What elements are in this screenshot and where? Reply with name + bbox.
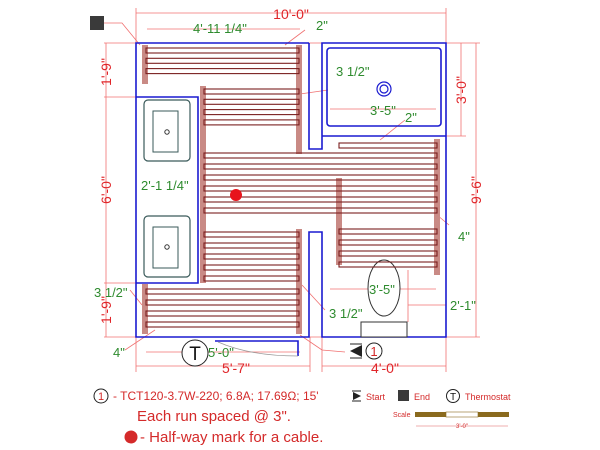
right-edge-label: 4" [458,229,470,244]
cable-run [203,119,300,126]
top-gap-label: 2" [316,18,328,33]
cable-run [145,310,300,317]
cable-turn-strip [434,139,440,275]
cable-run [338,142,438,149]
legend-cable-spec: - TCT120-3.7W-220; 6.8A; 17.69Ω; 15' [113,389,319,403]
vanity-offset-label: 2'-1 1/4" [141,178,189,193]
cable-run [203,185,438,192]
cable-run [338,250,438,257]
shower-base [326,47,442,127]
legend-end-label: End [414,392,430,402]
left-top-label: 1'-9" [98,58,114,86]
shower-gap-label: 2" [405,110,417,125]
cable-run [203,275,300,282]
left-middle-label: 6'-0" [98,176,114,204]
halfway-mark-icon [230,189,242,201]
cable-run [203,174,438,181]
legend-halfway-note: - Half-way mark for a cable. [140,429,323,446]
cable-run [338,239,438,246]
toilet-offset-label: 2'-1" [450,298,476,313]
legend-thermostat-label: Thermostat [465,392,511,402]
cable-run [203,163,438,170]
door-run-label: 5'-0" [208,345,234,360]
door-swing [217,341,299,357]
cable-turn-strip [336,178,342,265]
end-leader [104,22,141,46]
cable-run [145,321,300,328]
shower-width-label: 3'-5" [370,103,396,118]
left-bottom-label: 1'-9" [98,296,114,324]
cable-run [203,207,438,214]
cable-run [145,299,300,306]
cable-run [203,98,300,105]
cable-run [203,264,300,271]
cable-run [203,109,300,116]
toilet-area-width-label: 3'-5" [369,282,395,297]
cable-run [203,253,300,260]
cable-turn-strip [142,284,148,334]
bottom-right-width-label: 4'-0" [371,360,399,376]
cable-run [145,57,300,64]
legend-spacing-note: Each run spaced @ 3". [137,408,291,425]
legend-thermostat-icon: T [450,392,456,403]
legend-start-icon [352,390,361,402]
heating-cable-runs [142,45,440,334]
cable-run [203,88,300,95]
scale-bar [415,411,509,427]
walls [135,42,447,357]
overall-depth-label: 9'-6" [468,176,484,204]
sink-upper [143,99,191,162]
legend-cable-number: 1 [98,391,104,403]
shower-depth-label: 3'-0" [453,76,469,104]
start-marker-icon [350,343,362,359]
shower-offset-label: 3 1/2" [336,64,370,79]
legend-start-label: Start [366,392,386,402]
shower-drain-icon [376,81,392,97]
cable-run [203,242,300,249]
cable-run [203,196,438,203]
cable-number-marker: 1 [365,342,383,360]
overall-width-label: 10'-0" [273,6,309,22]
thermostat-letter: T [189,344,201,365]
legend-end-icon [398,390,409,401]
cable-turn-strip [142,45,148,84]
top-run-length-label: 4'-11 1/4" [193,21,247,36]
toilet [360,259,408,338]
scale-value: 3'-0" [456,424,468,430]
cable-run [145,288,300,295]
cable-run [338,228,438,235]
cable-run [338,261,438,268]
scale-label: Scale [393,412,411,419]
legend-halfway-icon [124,430,138,444]
cable-run [145,68,300,75]
cable-run [203,231,300,238]
cable-run [145,47,300,54]
legend: 1 - TCT120-3.7W-220; 6.8A; 17.69Ω; 15' S… [93,388,511,446]
cable-number-text: 1 [370,344,377,359]
cable-run [203,152,438,159]
cable-turn-strip [200,86,206,283]
bottom-left-width-label: 5'-7" [222,360,250,376]
center-offset-label: 3 1/2" [329,306,363,321]
bottom-edge-label: 4" [113,345,125,360]
left-offset-label: 3 1/2" [94,285,128,300]
end-marker-icon [90,16,104,30]
dimension-labels: 10'-0" 4'-11 1/4" 2" 3 1/2" 3'-5" 2" 2'-… [94,6,484,376]
sink-lower [143,215,191,278]
thermostat-marker[interactable]: T [181,339,209,367]
